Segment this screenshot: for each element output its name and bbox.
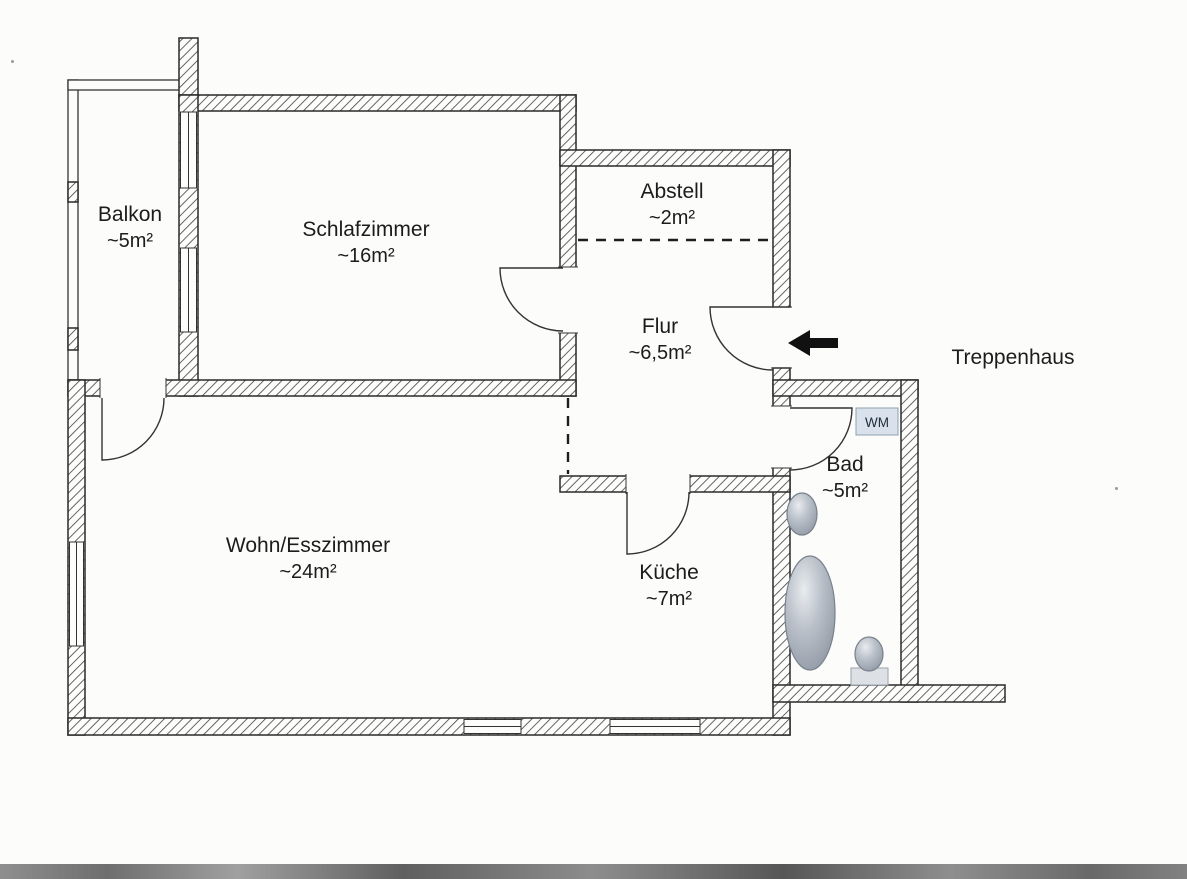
balcony-rail-post-1 xyxy=(67,181,79,203)
room-name: Balkon xyxy=(97,202,163,226)
room-label-flur: Flur ~6,5m² xyxy=(629,314,692,366)
bad-door-gap xyxy=(771,406,792,468)
room-name: Flur xyxy=(641,314,679,338)
door-swings xyxy=(101,267,853,555)
schlafzimmer-door xyxy=(499,267,564,332)
washing-machine-box xyxy=(855,407,899,436)
room-label-balkon: Balkon ~5m² xyxy=(98,202,162,254)
wm-label: WM xyxy=(865,415,889,430)
entrance-arrow-icon xyxy=(788,330,838,356)
dashed-partitions xyxy=(566,238,771,474)
door-openings xyxy=(99,266,792,494)
balcony-rail-post-2 xyxy=(67,327,79,351)
wall-bad-top xyxy=(772,379,919,397)
schlafzimmer-door-gap xyxy=(558,267,578,333)
entrance-door xyxy=(709,306,774,371)
walls xyxy=(67,37,1006,736)
room-area: ~2m² xyxy=(648,206,696,229)
balkon-door-gap xyxy=(100,378,166,398)
room-area: ~5m² xyxy=(106,229,154,252)
room-label-kueche: Küche ~7m² xyxy=(639,560,699,612)
wall-bad-right xyxy=(900,379,919,703)
room-name: Wohn/Esszimmer xyxy=(225,533,391,557)
sink-icon xyxy=(786,492,818,536)
scan-speck xyxy=(11,60,14,63)
bathtub-icon xyxy=(784,555,836,671)
balcony-rail-top xyxy=(67,79,189,91)
room-name: Abstell xyxy=(640,179,704,203)
room-label-abstell: Abstell ~2m² xyxy=(640,179,703,231)
wall-schlafzimmer-right xyxy=(559,94,577,397)
room-name: Küche xyxy=(639,560,699,584)
wall-top-stub xyxy=(178,37,199,99)
wall-schlafzimmer-top xyxy=(178,94,577,112)
bad-door xyxy=(789,407,853,471)
kueche-door-gap xyxy=(626,474,690,494)
wall-bad-bottom-stub xyxy=(772,684,1006,703)
room-area: ~16m² xyxy=(337,244,395,267)
balkon-door xyxy=(101,397,165,461)
treppenhaus-label: Treppenhaus xyxy=(951,346,1075,369)
room-area: ~24m² xyxy=(279,560,337,583)
scan-edge-band xyxy=(0,864,1187,879)
wall-abstell-top xyxy=(559,149,791,167)
room-label-wohn-esszimmer: Wohn/Esszimmer ~24m² xyxy=(226,533,390,585)
room-name: Schlafzimmer xyxy=(302,217,430,241)
toilet-icon xyxy=(854,636,884,672)
windows xyxy=(69,111,701,734)
room-name: Bad xyxy=(826,452,864,476)
room-area: ~5m² xyxy=(821,479,869,502)
room-area: ~7m² xyxy=(645,587,693,610)
bathroom-fixtures: WM xyxy=(784,407,899,686)
kueche-door xyxy=(626,491,690,555)
room-label-schlafzimmer: Schlafzimmer ~16m² xyxy=(302,217,429,269)
room-label-bad: Bad ~5m² xyxy=(822,452,868,504)
room-area: ~6,5m² xyxy=(628,341,692,364)
scan-speck xyxy=(1115,487,1118,490)
wall-right-outer-upper xyxy=(772,149,791,308)
